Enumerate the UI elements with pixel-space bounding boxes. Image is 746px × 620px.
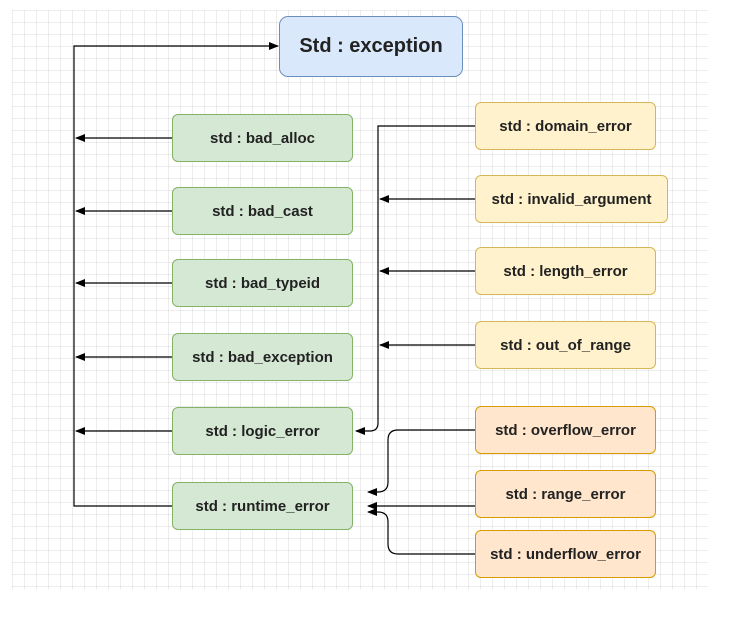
node-label: std : underflow_error — [490, 545, 641, 563]
node-logic-error[interactable]: std : logic_error — [172, 407, 353, 455]
node-out-of-range[interactable]: std : out_of_range — [475, 321, 656, 369]
node-label: std : length_error — [503, 262, 628, 280]
node-label: std : invalid_argument — [491, 190, 652, 208]
node-label: std : domain_error — [499, 117, 632, 135]
edge-underflow-error — [367, 508, 475, 555]
node-range-error[interactable]: std : range_error — [475, 470, 656, 518]
node-bad-cast[interactable]: std : bad_cast — [172, 187, 353, 235]
node-label: Std : exception — [299, 35, 443, 57]
node-underflow-error[interactable]: std : underflow_error — [475, 530, 656, 578]
edge-runtime-to-exception — [73, 42, 279, 507]
node-label: std : runtime_error — [195, 497, 330, 515]
node-label: std : bad_typeid — [204, 274, 320, 292]
node-label: std : logic_error — [205, 422, 320, 440]
node-invalid-argument[interactable]: std : invalid_argument — [475, 175, 668, 223]
node-bad-alloc[interactable]: std : bad_alloc — [172, 114, 353, 162]
node-bad-exception[interactable]: std : bad_exception — [172, 333, 353, 381]
node-label: std : bad_alloc — [209, 129, 316, 147]
edge-domain-error — [355, 125, 475, 435]
node-std-exception[interactable]: Std : exception — [279, 16, 463, 77]
node-runtime-error[interactable]: std : runtime_error — [172, 482, 353, 530]
node-bad-typeid[interactable]: std : bad_typeid — [172, 259, 353, 307]
edge-overflow-error — [367, 429, 475, 496]
node-overflow-error[interactable]: std : overflow_error — [475, 406, 656, 454]
node-label: std : bad_exception — [192, 348, 333, 366]
node-length-error[interactable]: std : length_error — [475, 247, 656, 295]
node-label: std : range_error — [505, 485, 626, 503]
node-domain-error[interactable]: std : domain_error — [475, 102, 656, 150]
node-label: std : overflow_error — [495, 421, 636, 439]
node-label: std : out_of_range — [500, 336, 631, 354]
node-label: std : bad_cast — [212, 202, 313, 220]
